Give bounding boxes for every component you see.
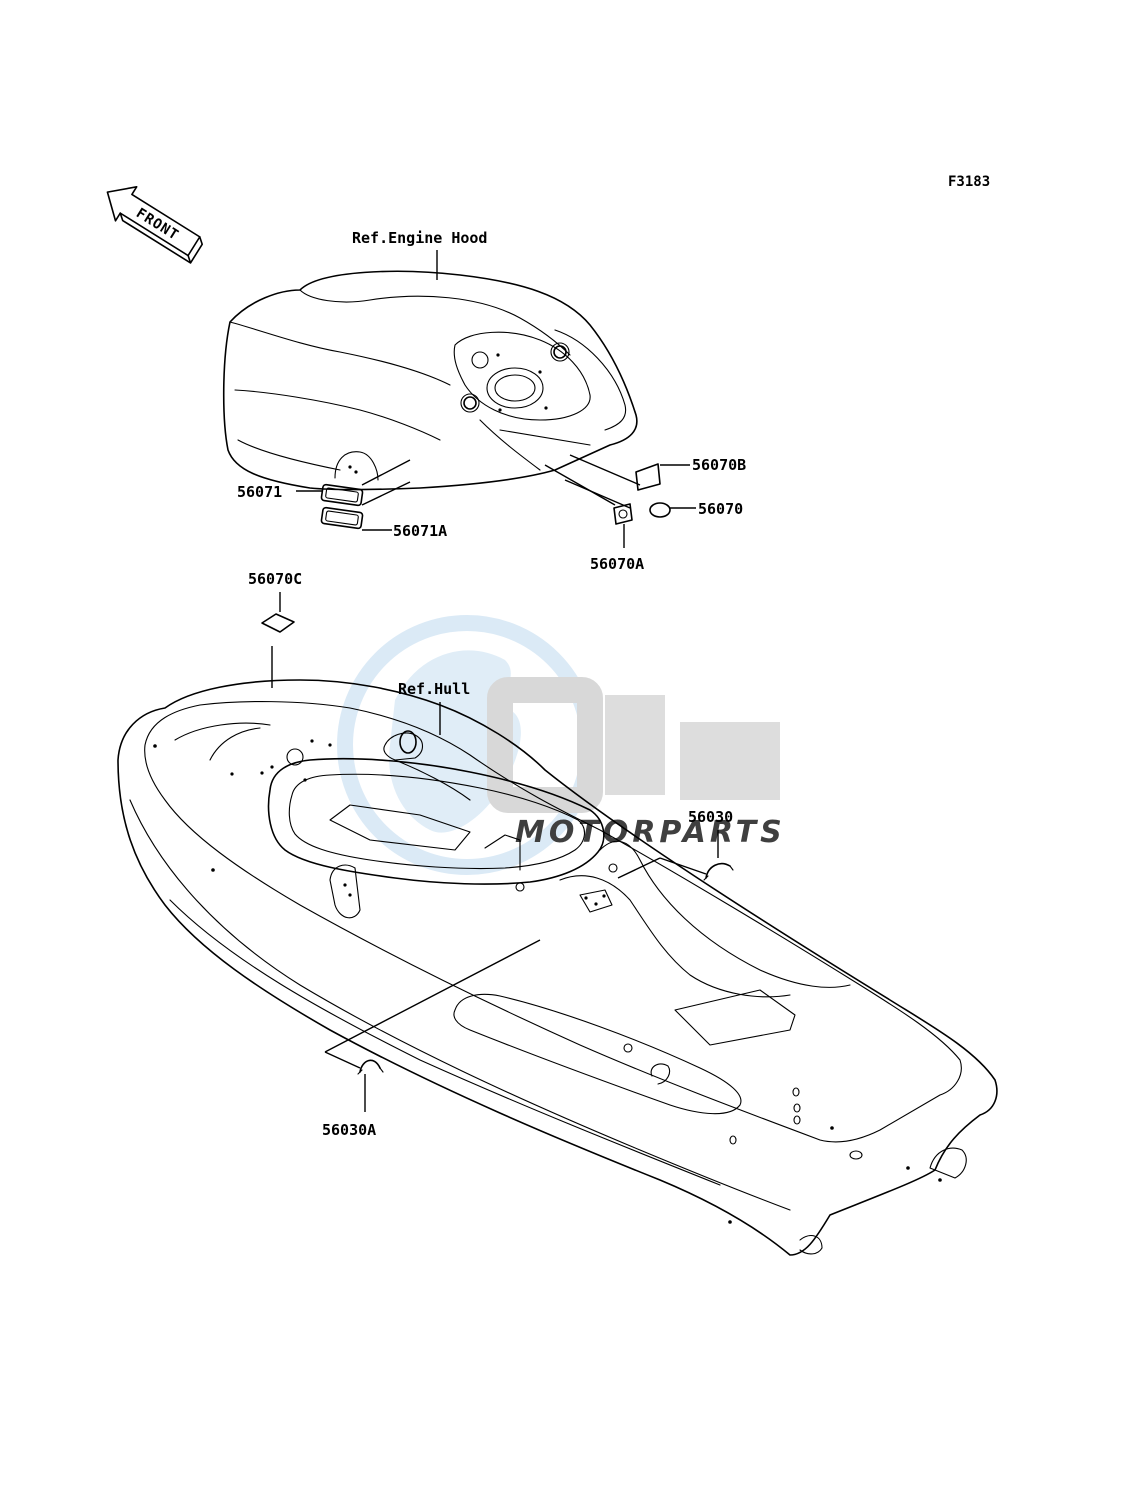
hood-decal-leaders (361, 454, 641, 509)
decal-56071-icon (320, 483, 364, 507)
part-56030[interactable]: 56030 (617, 808, 734, 881)
decal-56030A-icon (359, 1059, 381, 1073)
watermark-sub: MOTORPARTS (515, 815, 786, 850)
part-56071[interactable]: 56071 (237, 483, 364, 507)
part-56071A[interactable]: 56071A (320, 506, 447, 540)
engine-hood: Ref.Engine Hood (222, 229, 638, 491)
part-56030A-label: 56030A (322, 1121, 376, 1139)
decal-56070-icon (649, 502, 671, 518)
part-56070B-label: 56070B (692, 456, 746, 474)
part-56071A-label: 56071A (393, 522, 447, 540)
part-56070-label: 56070 (698, 500, 743, 518)
decal-56070C-icon (261, 613, 295, 633)
part-56030A[interactable]: 56030A (322, 939, 541, 1139)
part-56070B[interactable]: 56070B (635, 456, 746, 491)
part-56070[interactable]: 56070 (649, 500, 743, 518)
hull: Ref.Hull (117, 679, 998, 1256)
watermark-letter-e (605, 695, 665, 795)
part-56070A-label: 56070A (590, 555, 644, 573)
figure-code: F3183 (948, 174, 990, 190)
ref-hull-label: Ref.Hull (398, 680, 470, 698)
part-56071-label: 56071 (237, 483, 282, 501)
front-arrow-icon (106, 186, 201, 257)
part-56070C[interactable]: 56070C (248, 570, 302, 688)
part-56070A[interactable]: 56070A (590, 503, 644, 573)
watermark: MOTORPARTS (337, 615, 786, 875)
decal-56070A-icon (613, 503, 633, 525)
ref-engine-hood-label: Ref.Engine Hood (352, 229, 487, 247)
decal-56030-icon (705, 862, 731, 879)
front-arrow: FRONT (106, 186, 203, 264)
watermark-letter-m (680, 722, 780, 800)
decal-56071A-icon (320, 506, 364, 530)
part-56070C-label: 56070C (248, 570, 302, 588)
decal-56070B-icon (635, 463, 661, 491)
watermark-letter-o (487, 677, 603, 813)
part-56030-label: 56030 (688, 808, 733, 826)
